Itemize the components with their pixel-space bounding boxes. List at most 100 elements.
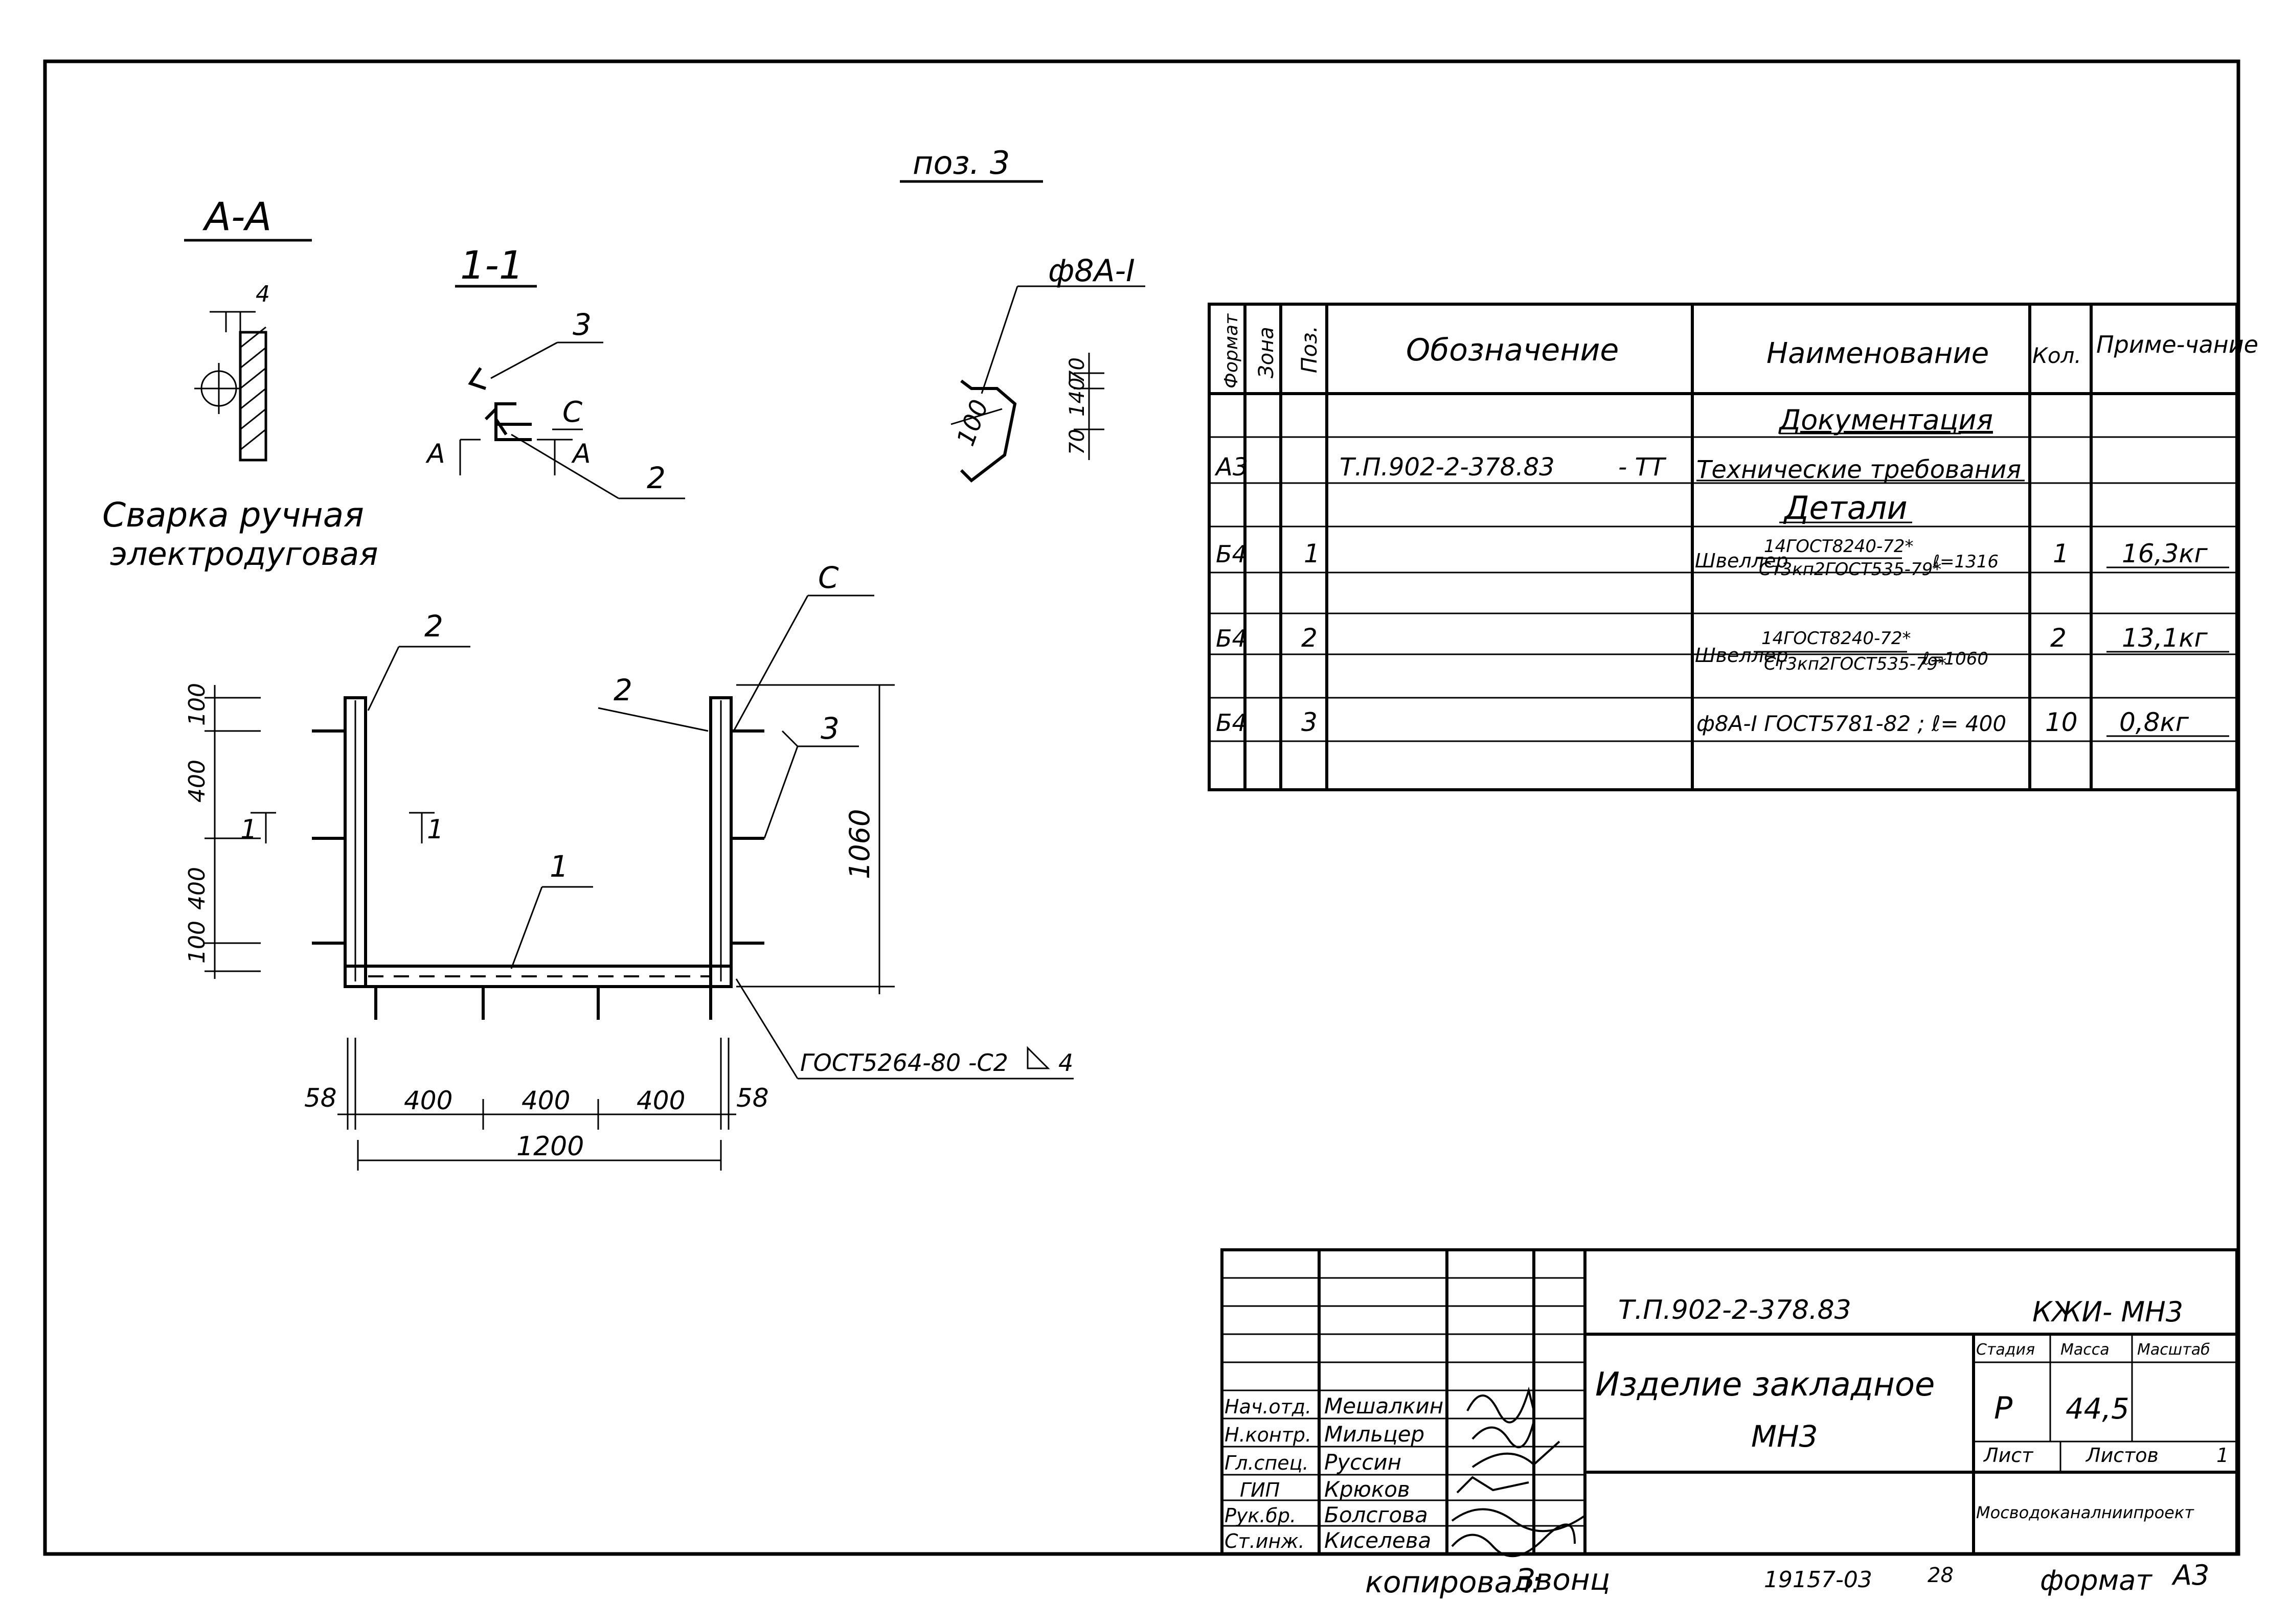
front-pos1: 1 [550, 849, 569, 884]
svg-text:58: 58 [304, 1083, 337, 1113]
section-mark-right: 1 [427, 814, 444, 845]
col-note: Приме-чание [2096, 331, 2258, 358]
mass-label: Масса [2060, 1341, 2110, 1359]
title-block: Т.П.902-2-378.83 КЖИ- МН3 Изделие заклад… [1220, 1248, 2238, 1558]
footer-format-label: формат [2040, 1564, 2152, 1596]
weld-leg: 4 [1058, 1049, 1073, 1077]
stage-value: Р [1994, 1390, 2013, 1426]
svg-text:Сварка ручная: Сварка ручная [102, 495, 364, 535]
weld-triangle-icon [1027, 1046, 1050, 1069]
name-4: Крюков [1324, 1477, 1410, 1502]
doc-name: Технические требования [1696, 455, 2021, 484]
svg-text:100: 100 [184, 921, 210, 964]
name-2: Мильцер [1324, 1422, 1424, 1447]
sheets-label: Листов [2085, 1444, 2159, 1467]
doc-code: КЖИ- МН3 [2032, 1296, 2183, 1328]
row3-qty: 10 [2045, 707, 2078, 737]
footer-page: 28 [1928, 1564, 1954, 1587]
row2-name-top: 14ГОСТ8240-72* [1761, 628, 1911, 649]
section-aa-detail: 4 [194, 281, 270, 462]
row1-name-top: 14ГОСТ8240-72* [1764, 536, 1914, 557]
col-designation: Обозначение [1406, 332, 1619, 368]
row2-qty: 2 [2050, 623, 2067, 653]
row1-format: Б4 [1216, 540, 1247, 568]
cut-arrow-right: А [571, 439, 591, 469]
row3-name: ф8А-I ГОСТ5781-82 ; ℓ= 400 [1696, 711, 2006, 736]
rod-detail: ф8А-I 100 70 140 70 [950, 253, 1145, 483]
rod-dim-70a: 70 [1066, 429, 1089, 455]
footer-format: А3 [2171, 1559, 2209, 1591]
row1-name: Швеллер [1695, 550, 1788, 572]
name-6: Киселева [1324, 1528, 1431, 1553]
section-details: Детали [1783, 489, 1908, 527]
section-mark-left: 1 [240, 814, 257, 845]
row2-format: Б4 [1216, 625, 1247, 652]
svg-text:400: 400 [522, 1086, 570, 1115]
row3-note: 0,8кг [2119, 707, 2189, 737]
svg-text:400: 400 [637, 1086, 685, 1115]
footer-copier: Звонц [1516, 1562, 1610, 1597]
row2-pos: 2 [1301, 623, 1318, 653]
doc-code: - ТТ [1618, 453, 1667, 482]
col-qty: Кол. [2032, 343, 2081, 368]
weld-spec: ГОСТ5264-80 -С2 [800, 1049, 1008, 1077]
front-horizontal-dims: 58 400 400 400 58 1200 [304, 1038, 769, 1171]
name-3: Руссин [1324, 1450, 1401, 1475]
svg-text:1200: 1200 [516, 1131, 584, 1162]
row1-qty: 1 [2053, 539, 2069, 568]
front-pos2-right: 2 [614, 673, 632, 707]
drawing-frame [43, 59, 2240, 1556]
svg-text:1060: 1060 [844, 809, 876, 879]
row1-pos: 1 [1304, 539, 1320, 568]
front-vertical-dims: 100 400 400 100 [184, 683, 261, 979]
weld-dim: 4 [256, 281, 270, 307]
item-code: МН3 [1751, 1419, 1818, 1454]
doc-designation: Т.П.902-2-378.83 [1340, 453, 1555, 482]
role-2: Н.контр. [1225, 1424, 1311, 1446]
col-pos: Поз. [1297, 326, 1322, 373]
footer: копировал: Звонц 19157-03 28 формат А3 [1365, 1559, 2209, 1599]
doc-format: А3 [1214, 453, 1248, 482]
role-3: Гл.спец. [1225, 1452, 1309, 1474]
section-11-label: 1-1 [460, 242, 524, 288]
rod-dim-140: 140 [1066, 378, 1089, 417]
row2-note: 13,1кг [2122, 623, 2208, 653]
row1-note: 16,3кг [2122, 539, 2208, 568]
section-11-detail: 3 2 С А А [425, 307, 685, 499]
section-11-pos2: 2 [647, 461, 666, 495]
rod-dim-70b: 70 [1066, 357, 1089, 383]
stage-label: Стадия [1976, 1341, 2035, 1359]
section-aa-label: А-А [202, 194, 271, 239]
organization: Мосводоканалниипроект [1976, 1503, 2194, 1522]
svg-text:электродуговая: электродуговая [110, 535, 378, 573]
row2-length: ℓ=1060 [1922, 649, 1988, 669]
role-1: Нач.отд. [1225, 1396, 1311, 1418]
role-6: Ст.инж. [1225, 1530, 1305, 1552]
footer-number: 19157-03 [1764, 1567, 1872, 1593]
role-4: ГИП [1240, 1479, 1280, 1501]
front-cut-c: С [818, 560, 839, 595]
mass-value: 44,5 [2066, 1392, 2129, 1426]
section-docs: Документация [1778, 404, 1993, 436]
row1-name-bottom: Ст3кп2ГОСТ535-79* [1759, 559, 1941, 580]
spec-table: Формат Зона Поз. Обозначение Наименовани… [1208, 303, 2258, 791]
row2-name-bottom: Ст3кп2ГОСТ535-79* [1764, 654, 1946, 674]
role-5: Рук.бр. [1225, 1504, 1296, 1527]
sheet-label: Лист [1983, 1444, 2034, 1467]
cut-label: С [562, 396, 582, 429]
scale-label: Масштаб [2137, 1341, 2210, 1359]
svg-text:100: 100 [184, 683, 210, 726]
row1-length: ℓ=1316 [1932, 552, 1999, 572]
cut-arrow-left: А [425, 439, 445, 469]
name-1: Мешалкин [1324, 1393, 1443, 1419]
name-5: Болсгова [1324, 1502, 1428, 1527]
project-code: Т.П.902-2-378.83 [1618, 1295, 1851, 1325]
col-zone: Зона [1255, 327, 1278, 378]
row3-format: Б4 [1216, 709, 1247, 737]
row3-pos: 3 [1301, 707, 1318, 737]
svg-text:400: 400 [404, 1086, 452, 1115]
front-view: 2 2 С 3 1 1 1 ГОСТ5264-80 -С2 4 [240, 560, 1074, 1080]
signature-marks [1451, 1386, 1586, 1558]
col-name: Наименование [1766, 337, 1989, 370]
